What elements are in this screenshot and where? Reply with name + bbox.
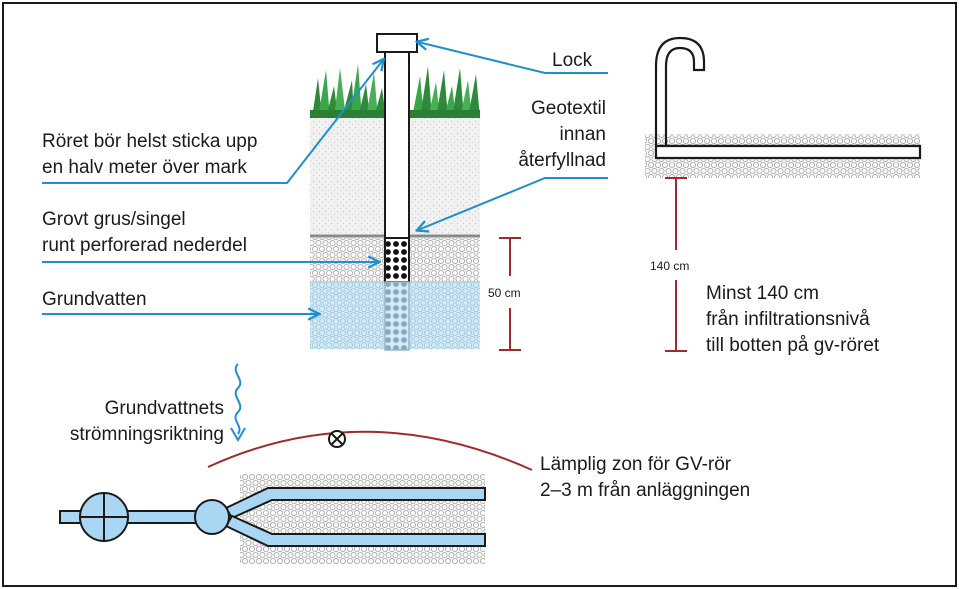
pointer-arrows [42, 42, 608, 314]
label-min-140-3: till botten på gv-röret [706, 335, 880, 356]
pipe-lock [376, 33, 418, 53]
dimension-140cm-label: 140 cm [650, 259, 689, 273]
label-zone-1: Lämplig zon för GV-rör [540, 454, 732, 475]
infiltration-pipe-hook [654, 36, 920, 148]
wavy-arrow-icon [234, 363, 242, 435]
dimension-140cm [665, 177, 687, 352]
label-gravel-2: runt perforerad nederdel [42, 235, 247, 256]
label-min-140-2: från infiltrationsnivå [706, 309, 870, 330]
observation-pipe [376, 33, 418, 351]
pipe-solid-part [384, 49, 410, 239]
label-geotextile-1: Geotextil [531, 98, 606, 119]
circle-cross-icon [328, 430, 346, 448]
pipe-submerged-part [384, 281, 410, 351]
infiltration-bed-plan [59, 474, 486, 564]
label-groundwater: Grundvatten [42, 289, 147, 310]
infiltration-detail [645, 36, 922, 178]
label-flow-1: Grundvattnets [105, 398, 224, 419]
septic-tank [79, 492, 129, 542]
label-gravel-1: Grovt grus/singel [42, 209, 186, 230]
arrow-pipe-height [42, 60, 383, 184]
label-flow-2: strömningsriktning [70, 424, 224, 445]
arrow-lock [418, 42, 608, 74]
label-geotextile-3: återfyllnad [518, 150, 606, 171]
suitable-zone-arc [207, 430, 533, 471]
pipe-perforated-part [384, 237, 410, 283]
label-pipe-height-2: en halv meter över mark [42, 157, 247, 178]
arrow-geotextile [418, 177, 608, 230]
label-lock: Lock [552, 50, 593, 71]
label-pipe-height-1: Röret bör helst sticka upp [42, 131, 257, 152]
dimension-50cm [499, 237, 521, 351]
label-geotextile-2: innan [560, 124, 607, 145]
distribution-well [194, 499, 230, 535]
label-min-140-1: Minst 140 cm [706, 283, 819, 304]
dimension-50cm-label: 50 cm [488, 286, 521, 300]
label-zone-2: 2–3 m från anläggningen [540, 480, 750, 501]
